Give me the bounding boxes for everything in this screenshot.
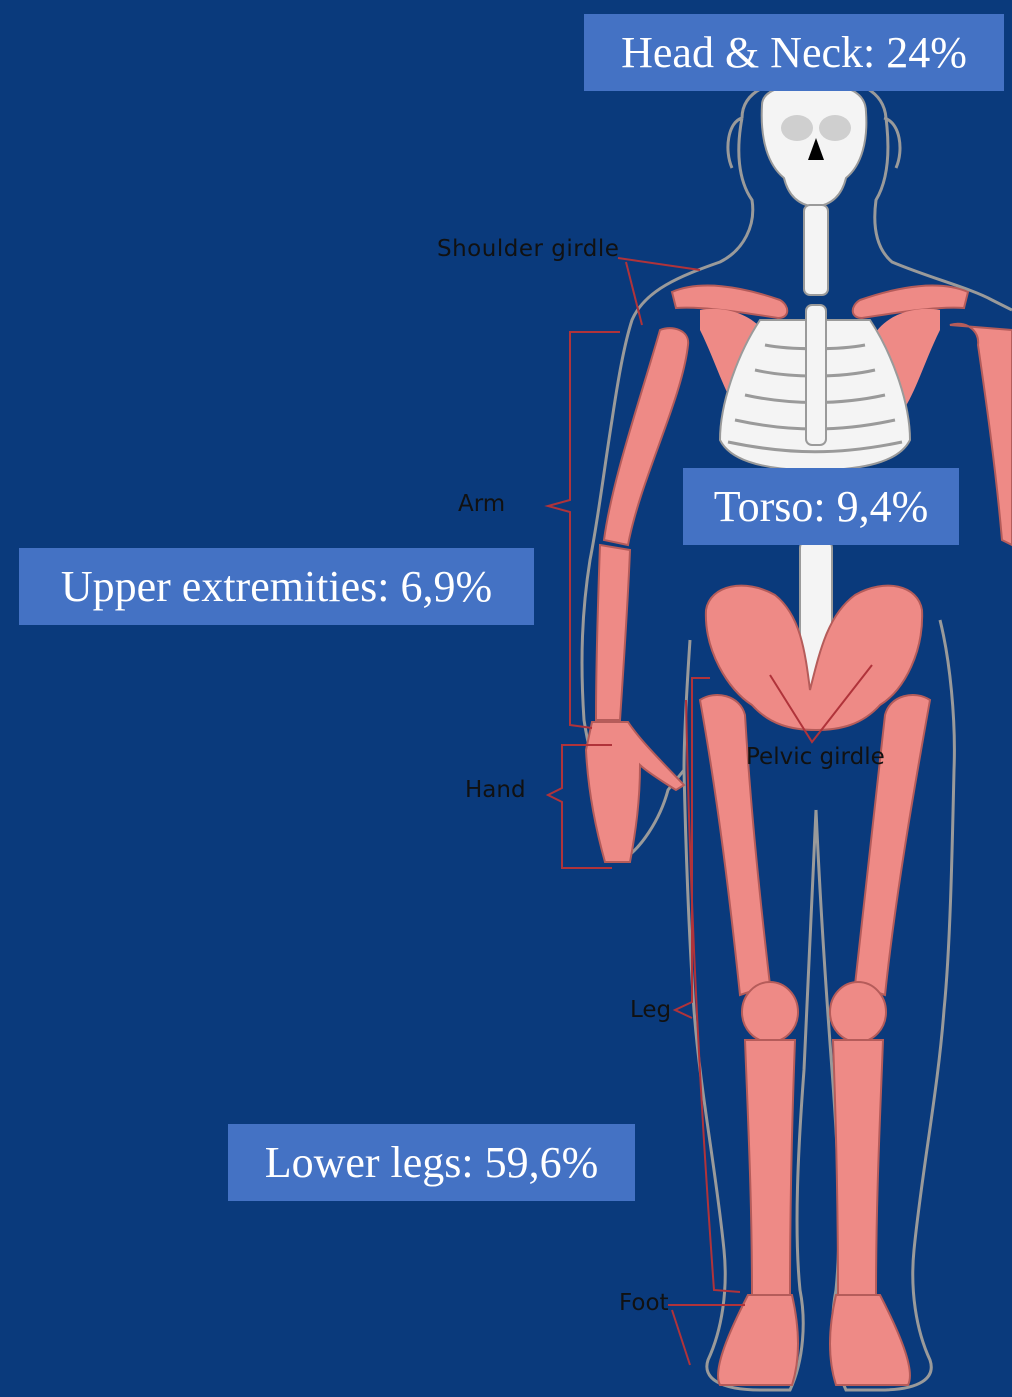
left-forearm (596, 545, 630, 720)
arm-label: Arm (458, 491, 505, 517)
cervical-spine (804, 205, 828, 295)
foot-label: Foot (619, 1290, 669, 1316)
pelvic-girdle-label: Pelvic girdle (746, 744, 885, 770)
lower-legs-stat-label: Lower legs: 59,6% (228, 1124, 635, 1201)
left-femur (700, 695, 770, 995)
right-humerus (950, 324, 1012, 545)
body-outline (582, 78, 1012, 1390)
left-humerus (604, 328, 688, 545)
right-lower-leg (833, 1040, 883, 1295)
right-foot (830, 1295, 910, 1385)
right-femur (855, 695, 930, 995)
left-lower-leg (745, 1040, 795, 1295)
torso-stat-label: Torso: 9,4% (683, 468, 959, 545)
left-foot (718, 1295, 798, 1385)
left-hand (586, 722, 684, 862)
sternum (806, 305, 826, 445)
leg-label: Leg (630, 997, 671, 1023)
eye-socket-left (781, 115, 813, 141)
eye-socket-right (819, 115, 851, 141)
hand-label: Hand (465, 777, 526, 803)
left-kneecap (742, 982, 798, 1042)
head-neck-stat-label: Head & Neck: 24% (584, 14, 1004, 91)
right-kneecap (830, 982, 886, 1042)
shoulder-girdle-label: Shoulder girdle (437, 236, 619, 262)
upper-extremities-stat-label: Upper extremities: 6,9% (19, 548, 534, 625)
